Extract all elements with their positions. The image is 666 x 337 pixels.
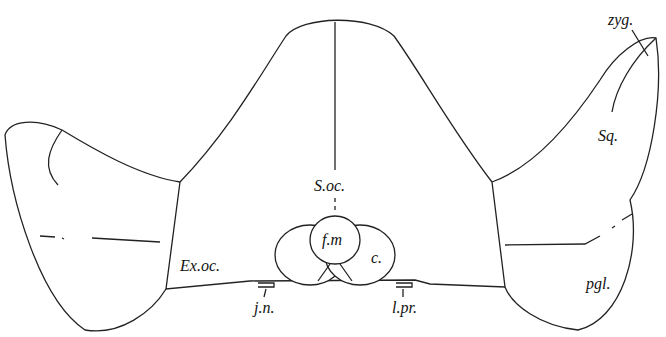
part-label: S.oc. xyxy=(314,178,345,194)
occipital-outline xyxy=(166,20,505,289)
condyle-lines xyxy=(318,264,352,281)
midline-leader xyxy=(334,22,335,170)
part-label: c. xyxy=(371,250,382,266)
part-label: f.m xyxy=(322,232,342,248)
part-label: l.pr. xyxy=(392,300,417,316)
jugular-notch xyxy=(258,283,274,287)
part-label: j.n. xyxy=(254,300,274,316)
part-label: Sq. xyxy=(598,128,618,144)
left-wing-outline xyxy=(5,122,180,331)
left-suture xyxy=(40,236,160,242)
right-wing-outline xyxy=(492,38,658,330)
lateral-process xyxy=(396,283,412,287)
part-label: pgl. xyxy=(586,276,610,292)
part-label: zyg. xyxy=(608,12,633,28)
part-label: Ex.oc. xyxy=(180,258,220,274)
zygomatic-fold xyxy=(612,38,656,112)
leader-lines xyxy=(264,30,648,297)
left-wing-fold xyxy=(48,130,62,185)
foramen-magnum xyxy=(310,216,360,264)
midline-dash xyxy=(334,198,335,214)
right-suture xyxy=(505,214,632,245)
